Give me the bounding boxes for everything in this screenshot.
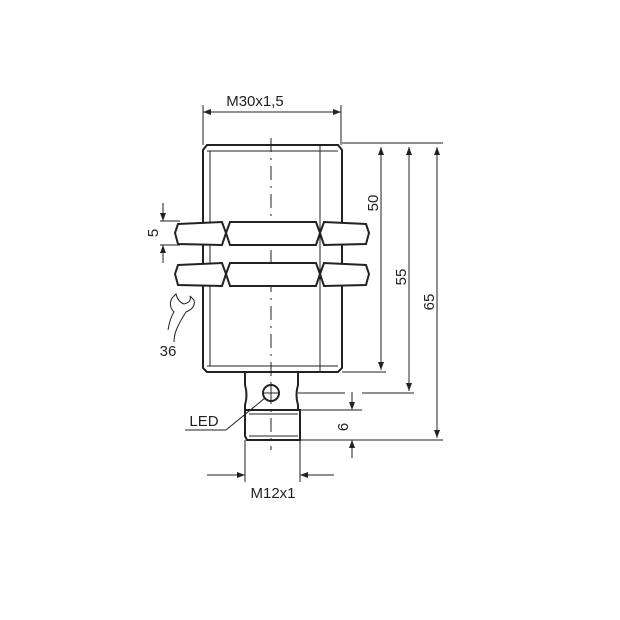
thread-connector-label: M12x1 bbox=[250, 485, 295, 502]
thread-main-label: M30x1,5 bbox=[226, 93, 284, 110]
lock-nut-lower bbox=[173, 261, 371, 288]
lock-nut-upper bbox=[173, 220, 371, 247]
plug-dim-label: 6 bbox=[335, 423, 352, 431]
dim-55-label: 55 bbox=[393, 269, 410, 286]
sensor-body bbox=[202, 138, 343, 450]
nut-thickness-label: 5 bbox=[145, 229, 162, 237]
dimension-m12: M12x1 bbox=[207, 440, 334, 502]
dimension-50: 50 bbox=[365, 147, 384, 370]
led-indicator-icon bbox=[262, 384, 280, 402]
connector bbox=[244, 372, 301, 441]
dimension-plug-6: 6 bbox=[335, 392, 355, 458]
dimension-nut-5: 5 bbox=[145, 203, 180, 263]
dimension-m30: M30x1,5 bbox=[202, 93, 342, 145]
wrench-icon bbox=[167, 293, 195, 343]
led-leader: LED bbox=[185, 397, 266, 431]
dim-50-label: 50 bbox=[365, 195, 382, 212]
dimension-55: 55 bbox=[393, 147, 412, 391]
dimension-65: 65 bbox=[421, 147, 440, 438]
led-label: LED bbox=[189, 413, 218, 430]
dim-65-label: 65 bbox=[421, 294, 438, 311]
wrench-size-label: 36 bbox=[160, 343, 177, 360]
